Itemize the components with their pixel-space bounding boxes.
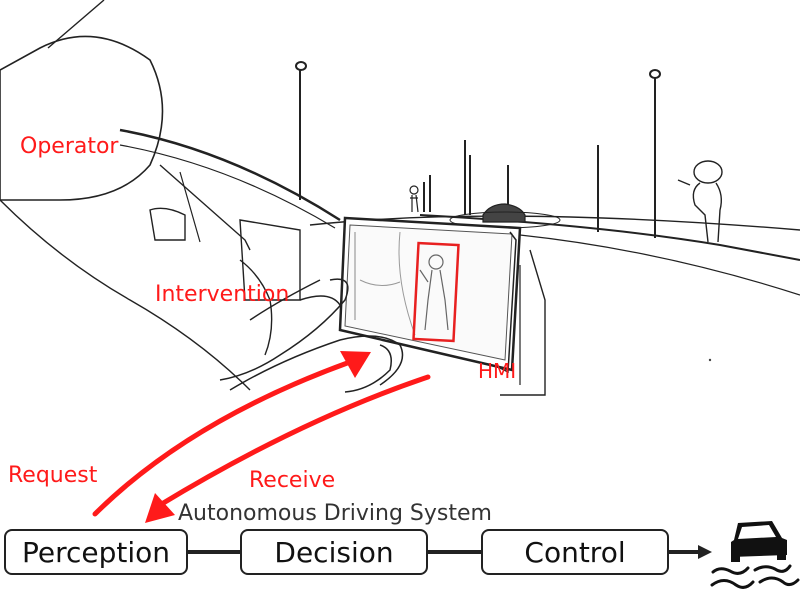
windshield-frame [119,128,341,222]
pedestrian-far [409,185,419,213]
hmi-detection-box [412,241,460,343]
street-lamps [295,61,661,238]
operator-label: Operator [20,134,119,159]
request-label: Request [8,463,98,488]
request-arrow [92,351,371,517]
control-box: Control [481,529,669,575]
skidding-car-icon [710,521,800,589]
operator-hand [219,278,349,381]
hmi-label: HMI [478,359,517,383]
distant-car [482,203,526,223]
decision-box: Decision [240,529,428,575]
receive-label: Receive [249,468,336,493]
intervention-label: Intervention [155,282,290,307]
receive-arrow [145,374,431,523]
operator-head [0,35,164,201]
pedestrian-right [677,160,723,243]
perception-box: Perception [4,529,188,575]
arrow-to-car [698,545,712,559]
tablet-hmi [338,216,522,374]
system-title: Autonomous Driving System [178,501,492,526]
